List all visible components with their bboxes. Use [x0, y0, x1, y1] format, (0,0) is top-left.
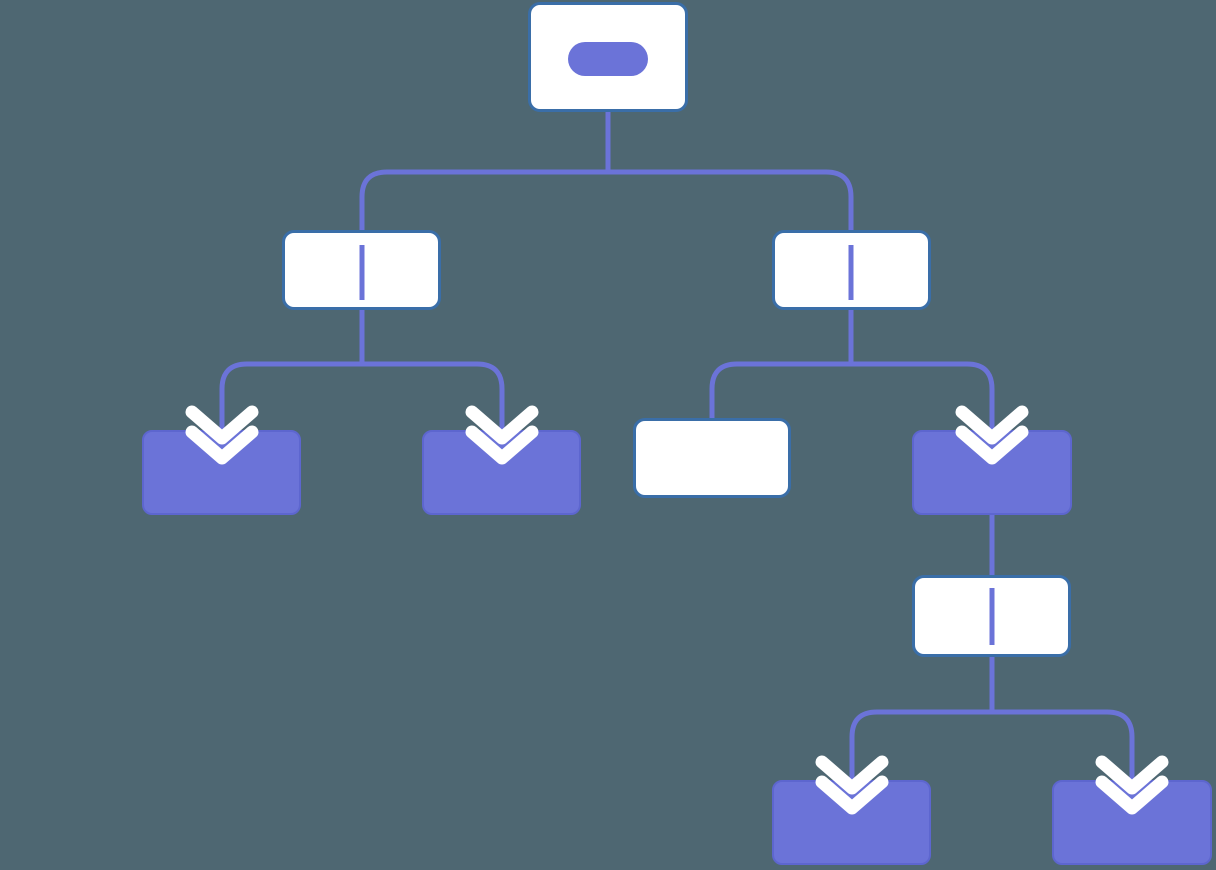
level3-node-d[interactable] [912, 430, 1072, 515]
level3-node-b[interactable] [422, 430, 581, 515]
level2-right-node[interactable] [772, 230, 931, 310]
level5-node-a[interactable] [772, 780, 931, 865]
root-node-pill [568, 42, 648, 76]
level5-node-b[interactable] [1052, 780, 1212, 865]
level4-node[interactable] [912, 575, 1071, 657]
root-node[interactable] [528, 2, 688, 112]
level3-node-c[interactable] [633, 418, 791, 498]
level2-left-node[interactable] [282, 230, 441, 310]
level3-node-a[interactable] [142, 430, 301, 515]
